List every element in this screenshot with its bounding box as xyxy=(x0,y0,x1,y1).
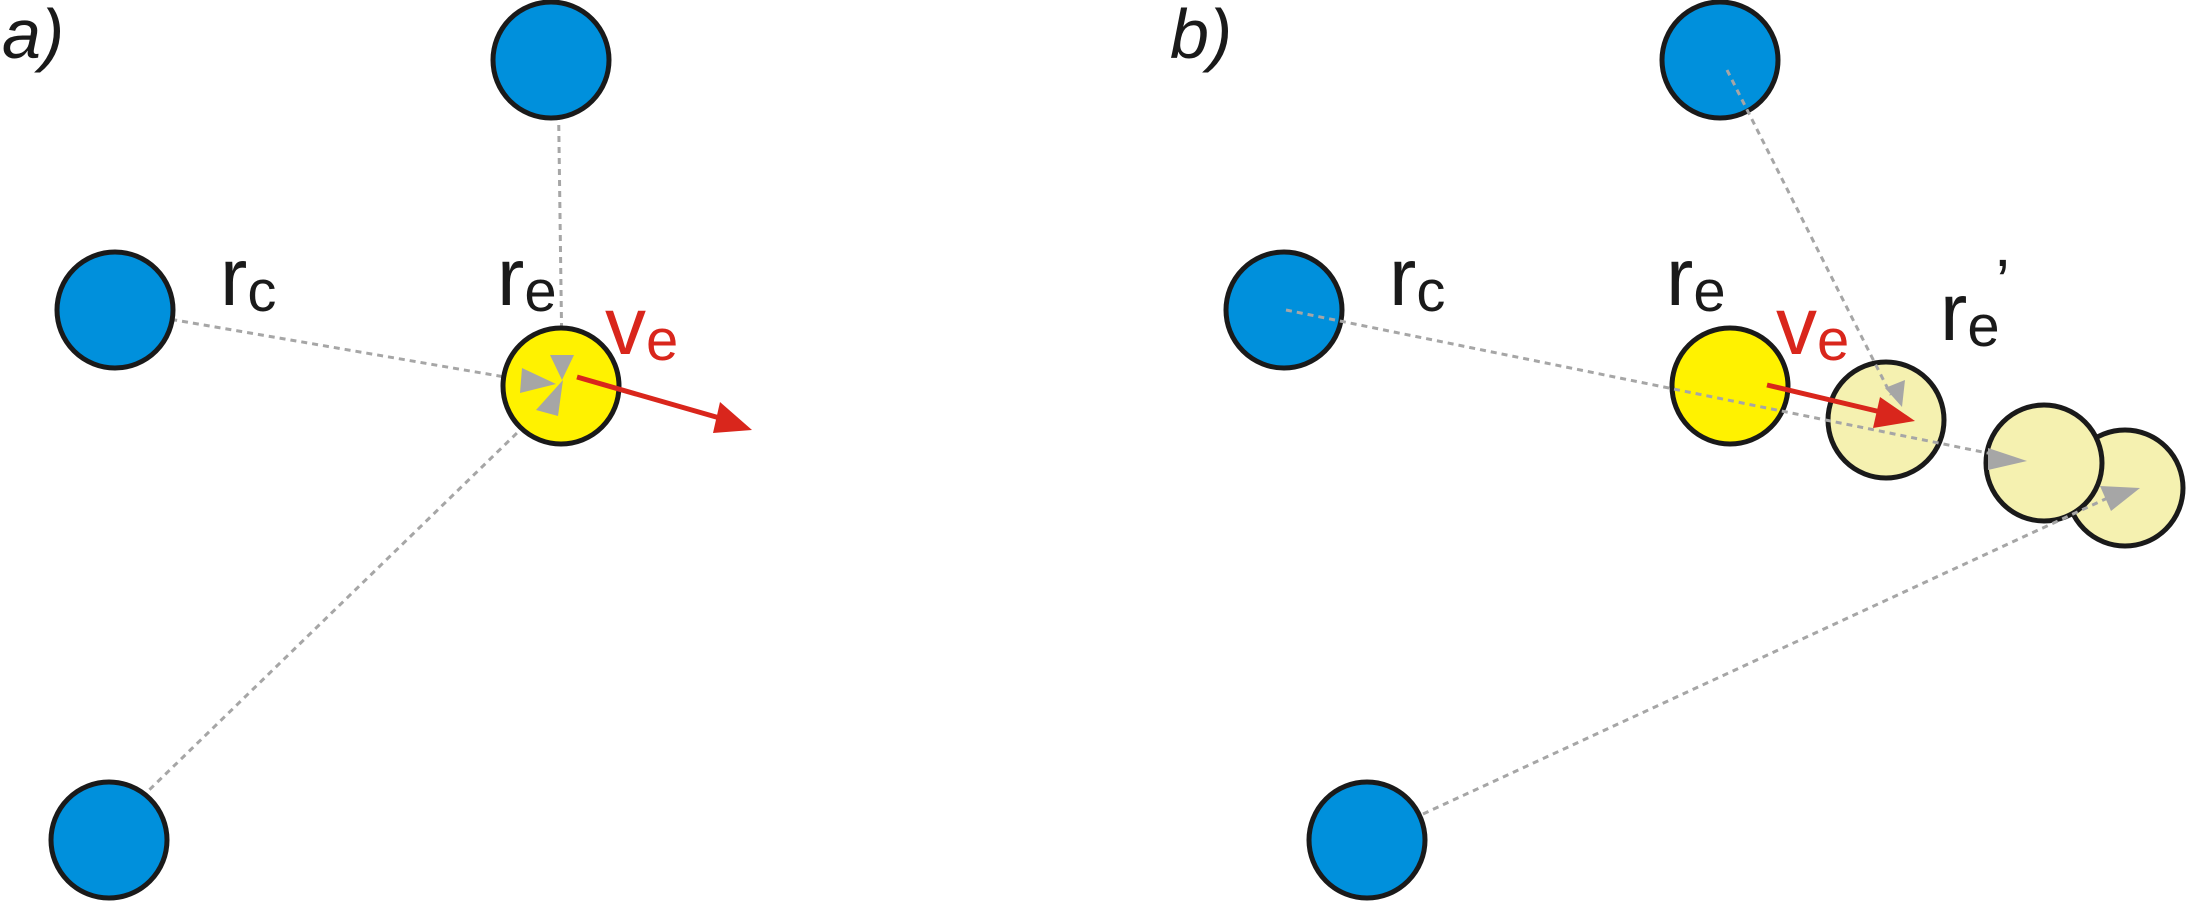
panel-b-rc-label: rc xyxy=(1389,232,1445,324)
panel-a-arrowhead-bottom xyxy=(536,380,563,416)
panel-b-label: b) xyxy=(1170,0,1232,73)
panel-a-dashed-lines xyxy=(108,69,564,830)
panel-a-particle-left xyxy=(54,249,176,371)
panel-a-particle-bottom xyxy=(48,779,170,901)
panel-b-line-left xyxy=(1285,308,2018,461)
panel-b-arrowhead-bottom xyxy=(2100,486,2140,511)
panel-b-particle-bottom xyxy=(1306,779,1428,901)
panel-a-label: a) xyxy=(2,0,64,73)
panel-a-particle-top xyxy=(490,0,612,121)
panel-b-line-bottom xyxy=(1422,494,2113,816)
panel-a-velocity-arrow-head xyxy=(713,402,752,433)
panel-a-gray-arrowheads xyxy=(520,355,574,416)
panel-a-arrowhead-left xyxy=(520,368,556,393)
panel-a-line-bottom xyxy=(108,430,520,830)
panel-b-particle-left xyxy=(1223,249,1345,371)
panel-a-line-left xyxy=(116,308,529,383)
panel-b-velocity-arrow-shaft xyxy=(1766,382,1886,416)
panel-b: b) rc re xyxy=(1170,0,2186,901)
panel-b-gray-arrowheads xyxy=(1885,380,2140,511)
panel-a-velocity-arrow-shaft xyxy=(576,374,731,424)
panel-b-particle-top xyxy=(1659,0,1781,121)
panel-b-dashed-lines xyxy=(1285,69,2113,816)
panel-b-arrowhead-top xyxy=(1885,380,1905,407)
panel-a-rc-label: rc xyxy=(220,232,276,324)
panel-b-particle-center xyxy=(1669,325,1791,447)
panel-b-line-top xyxy=(1725,69,1893,396)
panel-b-arrowhead-left xyxy=(1988,448,2027,470)
panel-b-re-label: re xyxy=(1666,232,1726,324)
panel-b-re-prime-label: re’ xyxy=(1940,246,2010,359)
panel-b-ve-label: ve xyxy=(1776,281,1849,373)
panel-b-image-particle-middle xyxy=(1983,402,2105,524)
panel-b-velocity-arrow-head xyxy=(1873,397,1915,428)
panel-a-ve-label: ve xyxy=(605,281,678,373)
panel-a-arrowhead-top xyxy=(550,355,574,380)
panel-a-re-label: re xyxy=(497,232,557,324)
panel-a: a) rc re ve xyxy=(2,0,752,901)
